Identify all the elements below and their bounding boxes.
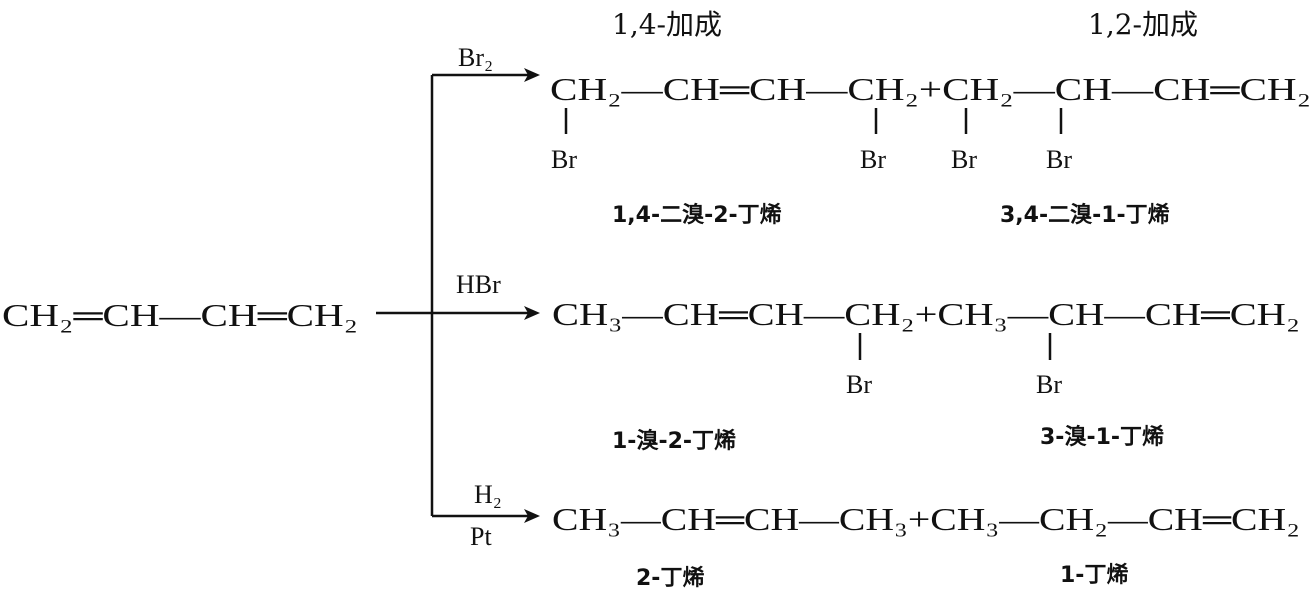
arrowhead-icon bbox=[524, 68, 540, 82]
product-formula-br2: CH₂—CH═CH—CH₂+CH₂—CH—CH═CH₂ bbox=[550, 71, 1311, 107]
product-formula-hbr: CH₃—CH═CH—CH₂+CH₃—CH—CH═CH₂ bbox=[552, 296, 1300, 332]
substituent-br: Br bbox=[860, 145, 886, 174]
substituent-br: Br bbox=[1046, 145, 1072, 174]
header-1-4-addition: 1,4-加成 bbox=[612, 8, 722, 41]
reaction-arrows bbox=[376, 68, 540, 523]
product-name: 3,4-二溴-1-丁烯 bbox=[1000, 202, 1170, 228]
product-name: 1-溴-2-丁烯 bbox=[612, 428, 736, 454]
product-name: 1-丁烯 bbox=[1060, 562, 1128, 588]
reagent-hbr: HBr bbox=[456, 270, 501, 299]
catalyst-pt: Pt bbox=[470, 522, 492, 551]
substituent-br: Br bbox=[951, 145, 977, 174]
product-name: 1,4-二溴-2-丁烯 bbox=[612, 202, 782, 228]
reagent-br2: Br₂ bbox=[458, 43, 493, 72]
substituent-br: Br bbox=[846, 370, 872, 399]
product-name: 2-丁烯 bbox=[636, 565, 704, 591]
reactant-formula: CH₂═CH—CH═CH₂ bbox=[2, 297, 358, 333]
substituent-br: Br bbox=[1036, 370, 1062, 399]
product-formula-h2: CH₃—CH═CH—CH₃+CH₃—CH₂—CH═CH₂ bbox=[552, 501, 1300, 537]
bond-lines bbox=[564, 108, 1063, 134]
arrowhead-icon bbox=[524, 509, 540, 523]
reagent-h2: H₂ bbox=[474, 480, 502, 509]
product-name: 3-溴-1-丁烯 bbox=[1040, 424, 1164, 450]
header-1-2-addition: 1,2-加成 bbox=[1088, 8, 1198, 41]
arrowhead-icon bbox=[524, 306, 540, 320]
bond-lines bbox=[858, 333, 1052, 360]
substituent-br: Br bbox=[551, 145, 577, 174]
